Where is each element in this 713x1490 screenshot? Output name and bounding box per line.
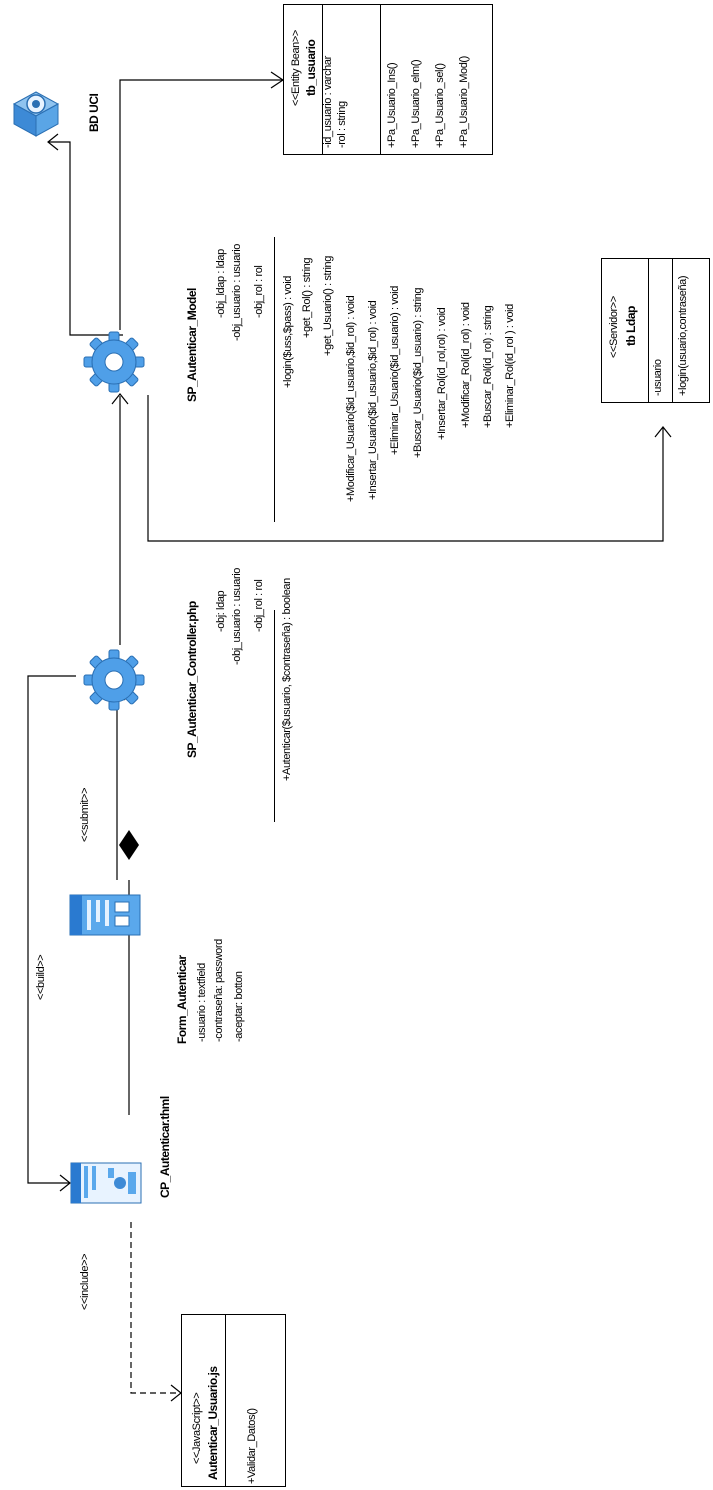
arrowhead-ldap [654,426,672,438]
javascript-name: Autenticar_Usuario.js [206,1366,220,1480]
model-tbusuario-link [119,79,283,330]
tb-ldap-stereotype: <<Servidor>> [608,296,620,358]
arrowhead-db [47,133,59,151]
model-method-9: +Modificar_Rol(id_rol) : void [460,302,472,428]
model-method-4: +Modificar_Usuario($id_usuario,$id_rol) … [345,295,357,502]
submit-label: <<submit>> [79,787,91,842]
javascript-class [181,1314,286,1487]
tb-ldap-method-1: +login(usuario,contraseña) [677,275,689,396]
build-label: <<build>> [35,954,47,1000]
tb-usuario-attr-2: -rol : string [336,101,348,148]
form-attr-1: -usuario : textfield [196,963,208,1042]
model-ldap-link [147,395,664,542]
model-attr-3: -obj_rol : rol [253,265,265,318]
tb-ldap-attr-1: -usuario [652,359,664,396]
model-method-8: +Insertar_Rol(id_rol,rol) : void [436,307,448,440]
model-separator [274,237,275,522]
javascript-method-1: +Validar_Datos() [246,1408,258,1484]
include-link [130,1222,181,1394]
tb-usuario-method-3: +Pa_Usuario_sel() [434,63,446,148]
controller-method-1: +Autenticar($usuario, $contraseña) : boo… [281,578,293,781]
build-link [27,675,76,1184]
tb-ldap-class [601,258,710,403]
tb-usuario-attr-1: -id_usuario : varchar [322,56,334,148]
model-attr-1: -obj_ldap : ldap [215,249,227,318]
controller-gear-icon [83,649,145,711]
database-label: BD UCI [87,93,101,132]
composition-diamond [119,830,139,860]
include-label: <<include>> [79,1253,91,1310]
form-attr-2: -contraseña: password [213,939,225,1042]
model-attr-2: -obj_usuario : usuario [231,244,243,341]
tb-ldap-name: tb Ldap [624,306,638,346]
tb-usuario-method-4: +Pa_Usuario_Mod() [458,56,470,148]
tb-usuario-class [283,4,493,155]
controller-name: SP_Autenticar_Controller.php [185,601,199,758]
client-page-icon [70,1162,142,1204]
model-method-5: +Insertar_Usuario($id_usuario,$id_rol) :… [367,300,379,500]
arrowhead-model [111,393,129,405]
controller-attr-1: -obj: ldap [215,590,227,632]
model-method-2: +get_Rol() : string [301,257,313,338]
form-attr-3: -aceptar: botton [233,971,245,1042]
tb-usuario-name: tb_usuario [304,39,318,96]
controller-attr-3: -obj_rol : rol [253,579,265,632]
javascript-stereotype: <<JavaScript>> [191,1392,203,1464]
model-gear-icon [83,331,145,393]
model-method-6: +Eliminar_Usuario($id_usuario) : void [389,286,401,455]
tb-usuario-method-1: +Pa_Usuario_Ins() [386,62,398,148]
model-method-7: +Buscar_Usuario($id_usuario) : string [412,287,424,458]
tb-usuario-stereotype: <<Entity Bean>> [290,30,302,106]
arrowhead-build [59,1174,71,1192]
model-method-1: +login($uss,$pass) : void [282,276,294,388]
database-icon [12,91,60,137]
client-page-name: CP_Autenticar.thml [158,1096,172,1198]
model-method-10: +Buscar_Rol(id_rol) : string [482,305,494,428]
model-db-link [48,141,123,336]
controller-attr-2: -obj_usuario : usuario [231,568,243,665]
model-name: SP_Autenticar_Model [185,288,199,402]
tb-usuario-method-2: +Pa_Usuario_elm() [410,59,422,148]
model-method-11: +Eliminar_Rol(id_rol ) : void [504,304,516,428]
form-name: Form_Autenticar [175,955,189,1044]
controller-separator [274,610,275,822]
model-method-3: +get_Usuario() : string [322,256,334,356]
form-icon [69,894,141,936]
